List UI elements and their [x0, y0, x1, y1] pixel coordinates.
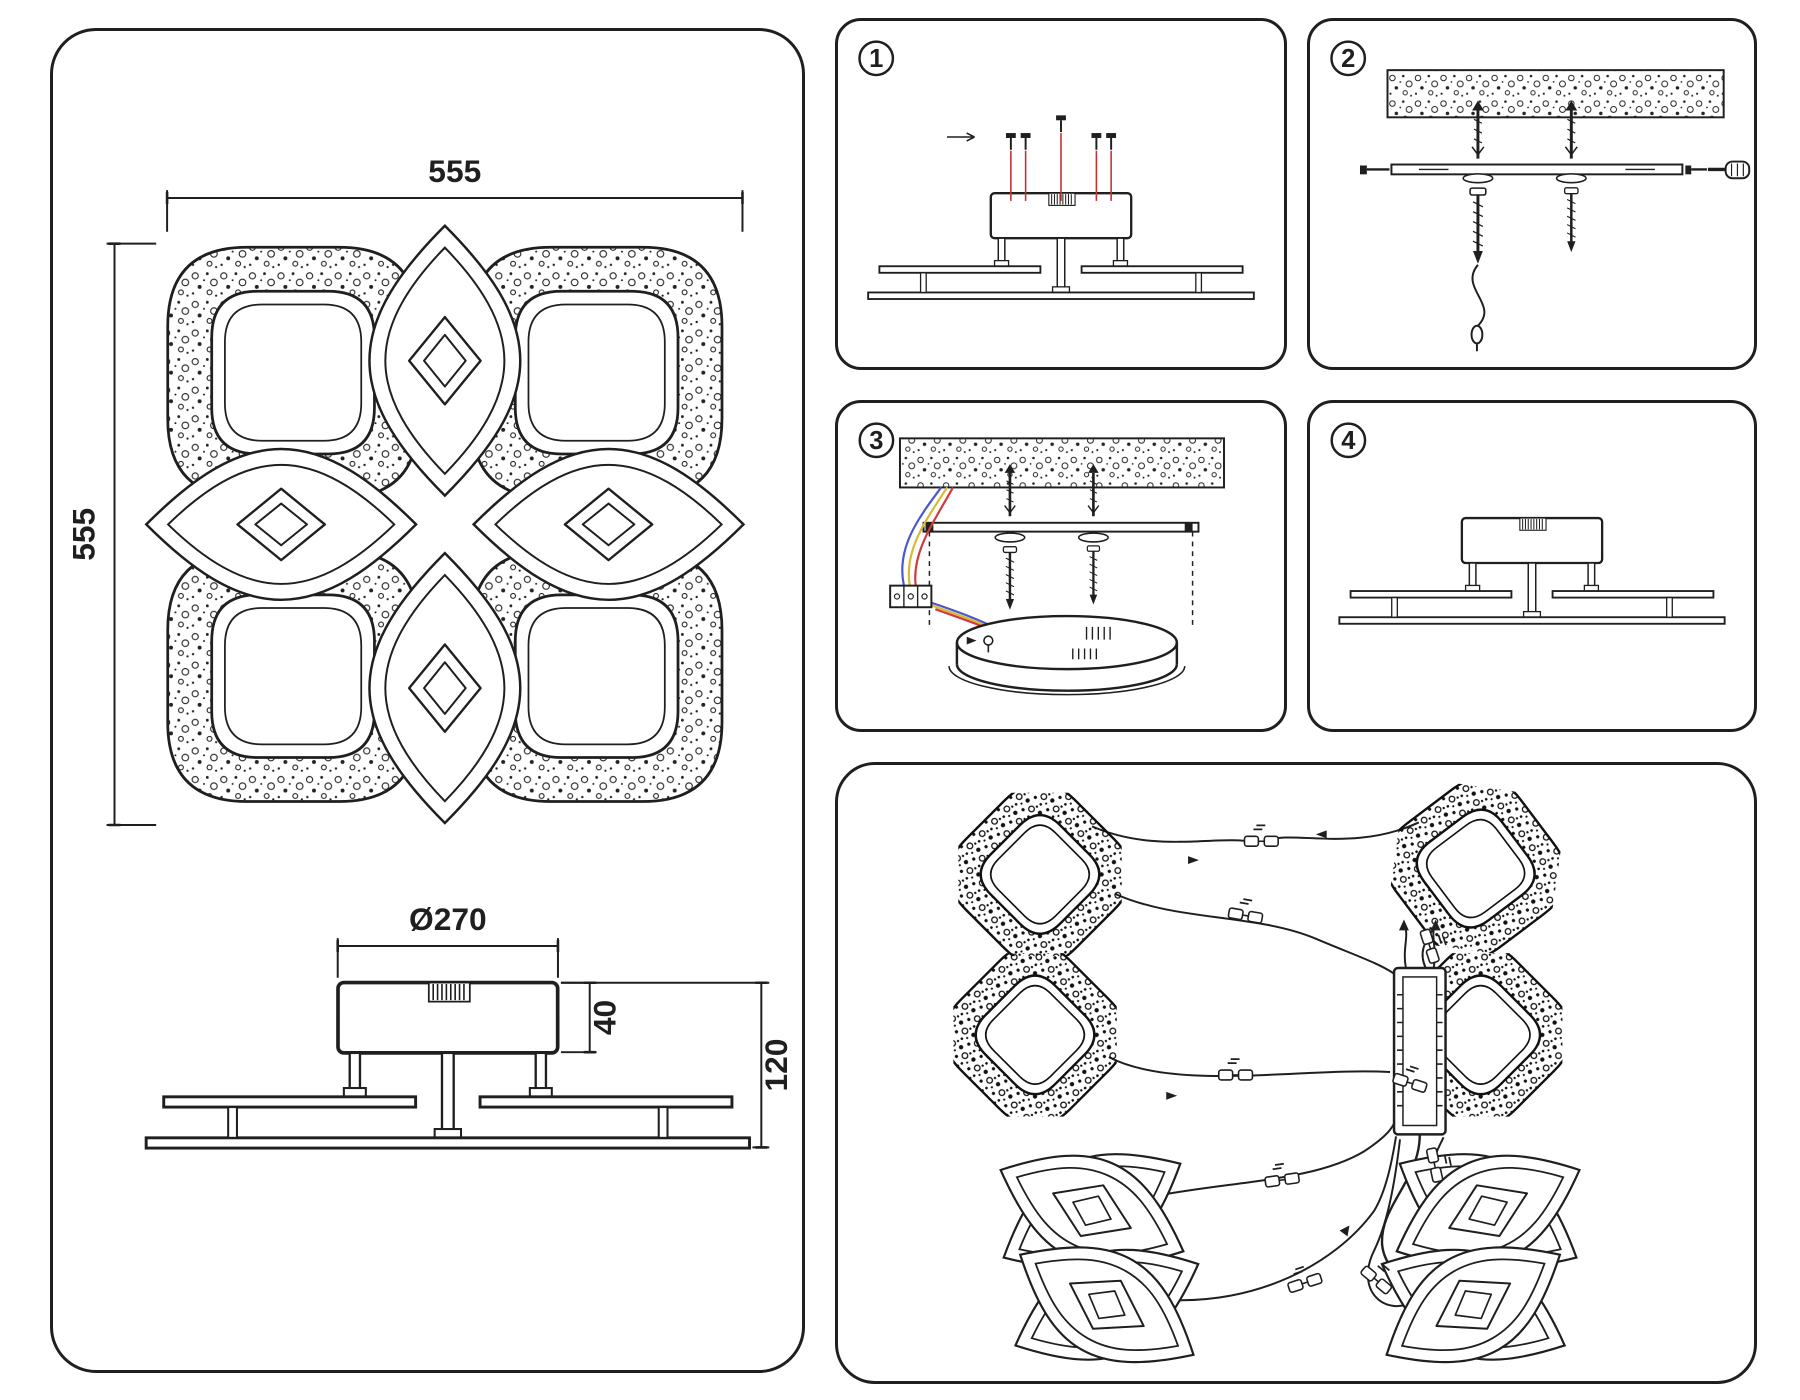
diamond-ring [953, 953, 1117, 1117]
dim-total-height [560, 981, 770, 1149]
screw [1086, 544, 1101, 606]
direction-arrow-icon [946, 132, 975, 142]
wire-connector [1243, 824, 1280, 848]
step-number: 1 [869, 45, 883, 73]
dim-width [165, 190, 744, 232]
fixture-side-view [1338, 516, 1726, 625]
dim-width-label: 555 [428, 153, 481, 189]
step-2-drawing: 2 [1330, 40, 1751, 352]
arrow-marker-icon [966, 636, 977, 645]
canopy-base [948, 614, 1186, 696]
step-number-badge [1330, 422, 1367, 459]
screw [1468, 186, 1488, 265]
top-view [145, 224, 745, 825]
screw [1563, 186, 1580, 253]
mounting-bar [1390, 163, 1684, 176]
flow-arrows [1166, 830, 1350, 1237]
step-4-panel: 4 [1307, 400, 1757, 732]
dim-height [106, 242, 157, 827]
washer [1555, 173, 1587, 184]
anchor-bolt [1086, 462, 1101, 518]
step-1-drawing: 1 [858, 40, 1256, 301]
hanging-wire [1470, 264, 1486, 352]
anchor-bolt [1003, 462, 1017, 518]
step-number-badge [1330, 40, 1367, 77]
step-number: 3 [869, 427, 883, 455]
step-number: 4 [1341, 427, 1356, 455]
side-view [144, 980, 752, 1150]
fixture-side-view [866, 192, 1256, 301]
ceiling [898, 437, 1225, 489]
screw-guide-lines [1010, 133, 1112, 201]
alignment-dashes [928, 531, 1194, 627]
dim-diameter [336, 938, 560, 978]
step-2-panel: 2 [1307, 18, 1757, 370]
supply-wires [901, 486, 1007, 638]
arrow-up-icon [1398, 919, 1441, 931]
wire-connector [1217, 1058, 1254, 1081]
washer [1077, 532, 1109, 543]
washer [994, 532, 1026, 543]
anchor-bolt [1470, 99, 1486, 161]
screw [1002, 545, 1018, 611]
step-3-panel: 3 [835, 400, 1287, 732]
mounting-bar [922, 521, 1200, 533]
terminal-block [889, 584, 933, 609]
step-number-badge [858, 422, 895, 459]
step-number-badge [858, 40, 895, 77]
dimensions-panel: 555 555 Ø270 40 120 [50, 28, 805, 1373]
ceiling [1386, 69, 1725, 119]
vent-grille [1072, 648, 1098, 660]
vent-grille [1085, 626, 1111, 640]
step-4-drawing: 4 [1330, 422, 1726, 625]
dim-total-height-label: 120 [758, 1039, 794, 1092]
canopy-screws [1005, 115, 1117, 150]
wiring-drawing [953, 776, 1602, 1381]
screwdriver-icon [1685, 160, 1751, 180]
dim-canopy-height-label: 40 [586, 1000, 622, 1035]
wire-connector [1262, 1161, 1301, 1189]
bar-end-screw [1184, 522, 1193, 532]
dim-height-label: 555 [66, 508, 102, 561]
wiring-panel [835, 762, 1757, 1384]
step-number: 2 [1341, 45, 1355, 73]
dim-diameter-label: Ø270 [409, 901, 487, 937]
dimension-drawing: 555 555 Ø270 40 120 [66, 153, 794, 1150]
terminal-pins [1436, 993, 1443, 1107]
step-3-drawing: 3 [858, 422, 1225, 696]
step-1-panel: 1 [835, 18, 1287, 370]
washer [1462, 173, 1494, 184]
led-driver [1392, 919, 1447, 1136]
anchor-bolt [1563, 99, 1579, 161]
diamond-ring [958, 792, 1122, 957]
side-screw-left [1359, 165, 1390, 175]
